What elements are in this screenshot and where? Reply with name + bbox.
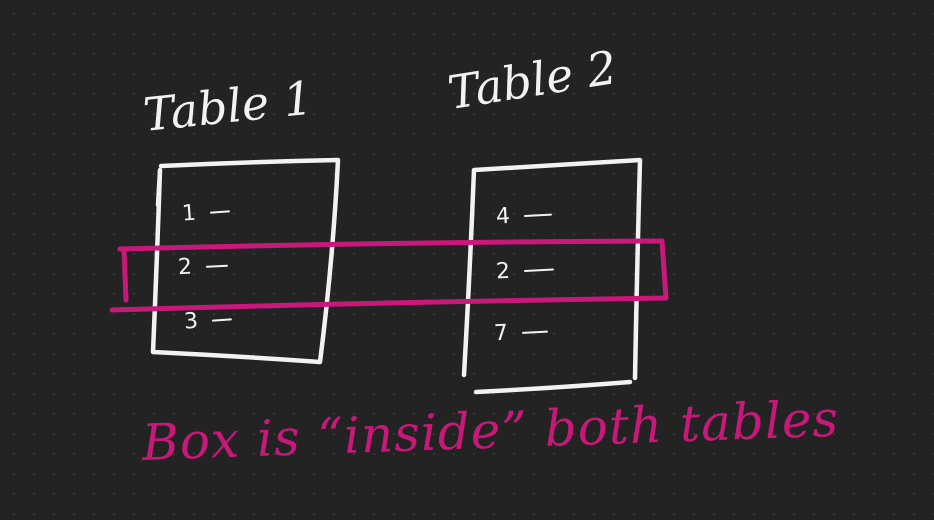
table-2-outline [461,157,643,395]
row-dash [209,210,231,214]
table-2-row: 2 [495,258,555,285]
table-1-row: 2 [177,254,229,281]
table-1-row: 1 [181,200,231,227]
highlight-box [109,238,669,313]
row-value: 2 [495,258,511,285]
row-value: 1 [181,200,197,227]
table-1-outline [150,157,341,365]
row-dash [205,264,229,268]
row-dash [521,330,549,334]
row-value: 4 [495,203,511,230]
row-value: 7 [493,320,509,347]
row-value: 2 [177,254,193,281]
table-2-row: 7 [493,320,549,347]
row-dash [523,213,553,217]
table-2-row: 4 [495,203,553,230]
row-value: 3 [183,308,199,335]
row-dash [523,268,555,273]
table-1-row: 3 [183,308,233,335]
row-dash [211,318,233,322]
